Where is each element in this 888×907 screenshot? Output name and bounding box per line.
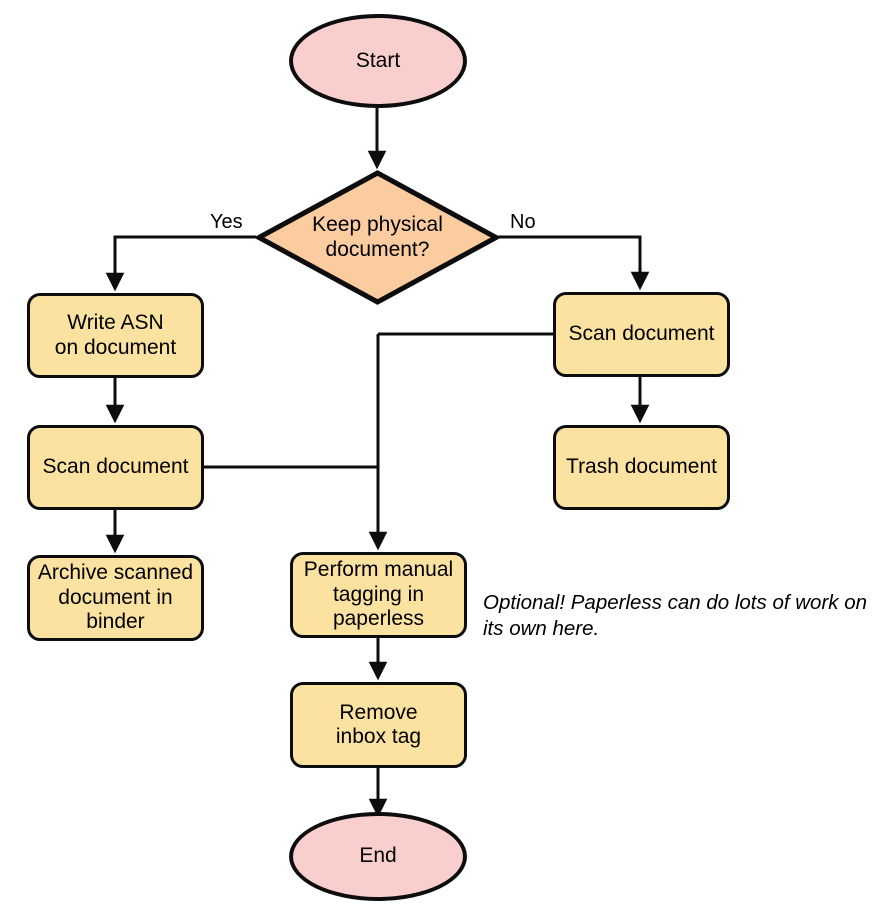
- node-scan-document-left-label: Scan document: [42, 455, 189, 479]
- node-remove-inbox-tag[interactable]: Remove inbox tag: [290, 682, 467, 768]
- node-start[interactable]: Start: [289, 14, 467, 108]
- annotation-optional-note: Optional! Paperless can do lots of work …: [483, 590, 883, 642]
- node-end-label: End: [359, 844, 397, 868]
- node-scan-document-right[interactable]: Scan document: [553, 292, 730, 377]
- node-write-asn[interactable]: Write ASN on document: [27, 293, 204, 378]
- node-start-label: Start: [355, 48, 401, 72]
- node-keep-physical-document[interactable]: Keep physical document?: [256, 170, 499, 305]
- annotation-optional-note-text: Optional! Paperless can do lots of work …: [483, 591, 868, 641]
- node-remove-inbox-tag-label: Remove inbox tag: [335, 700, 422, 748]
- node-scan-document-right-label: Scan document: [568, 322, 715, 346]
- node-archive-scanned-document[interactable]: Archive scanned document in binder: [27, 555, 204, 641]
- node-archive-scanned-document-label: Archive scanned document in binder: [37, 561, 194, 634]
- diamond-shape: [256, 170, 499, 305]
- edge-decision-no-to-scan-right: [498, 235, 650, 291]
- node-scan-document-left[interactable]: Scan document: [27, 425, 204, 510]
- edge-label-no-text: No: [510, 211, 536, 233]
- node-trash-document[interactable]: Trash document: [553, 425, 730, 510]
- node-end[interactable]: End: [289, 812, 467, 901]
- node-perform-manual-tagging[interactable]: Perform manual tagging in paperless: [290, 552, 467, 638]
- node-perform-manual-tagging-label: Perform manual tagging in paperless: [303, 558, 454, 631]
- node-write-asn-label: Write ASN on document: [54, 311, 177, 359]
- edge-label-no: No: [510, 211, 536, 234]
- edge-decision-yes-to-write-asn: [105, 235, 256, 292]
- edge-label-yes: Yes: [210, 211, 243, 234]
- node-keep-physical-document-label: Keep physical document?: [312, 213, 443, 261]
- node-trash-document-label: Trash document: [566, 455, 717, 479]
- edge-label-yes-text: Yes: [210, 211, 243, 233]
